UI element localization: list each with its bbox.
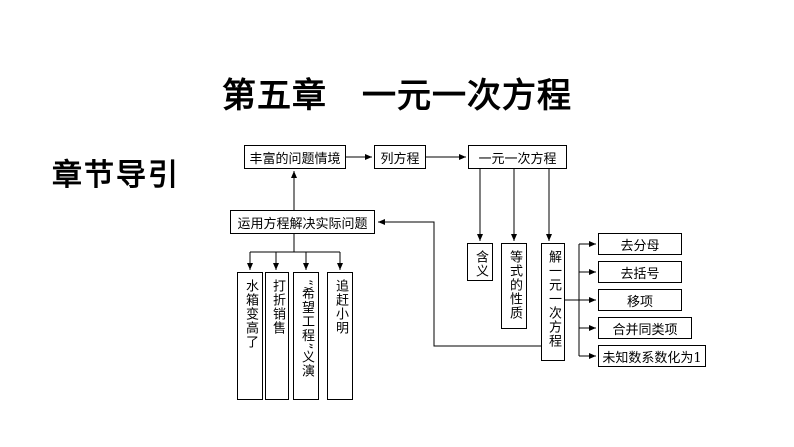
example-hope-project: “希望工程”义演 [293,272,319,400]
node-solve-equation: 解一元一次方程 [541,243,565,361]
node-meaning: 含义 [467,243,493,281]
section-label: 章节导引 [52,158,180,193]
step-coefficient-to-one: 未知数系数化为1 [598,345,706,367]
example-discount-sale: 打折销售 [265,272,289,400]
example-chase-xiaoming: 追赶小明 [327,272,353,400]
step-remove-brackets: 去括号 [598,261,682,283]
arrow-solve-to-apply [378,219,541,347]
chapter-title: 第五章 一元一次方程 [222,76,572,116]
node-equation-properties: 等式的性质 [501,243,527,329]
node-linear-equation: 一元一次方程 [468,145,567,169]
step-transpose: 移项 [598,289,682,311]
step-remove-denominator: 去分母 [598,233,682,255]
step-combine-like-terms: 合并同类项 [598,317,692,339]
node-apply-equation: 运用方程解决实际问题 [230,210,375,234]
node-rich-situation: 丰富的问题情境 [244,145,346,169]
node-list-equation: 列方程 [374,145,426,169]
example-water-tank: 水箱变高了 [237,272,263,400]
